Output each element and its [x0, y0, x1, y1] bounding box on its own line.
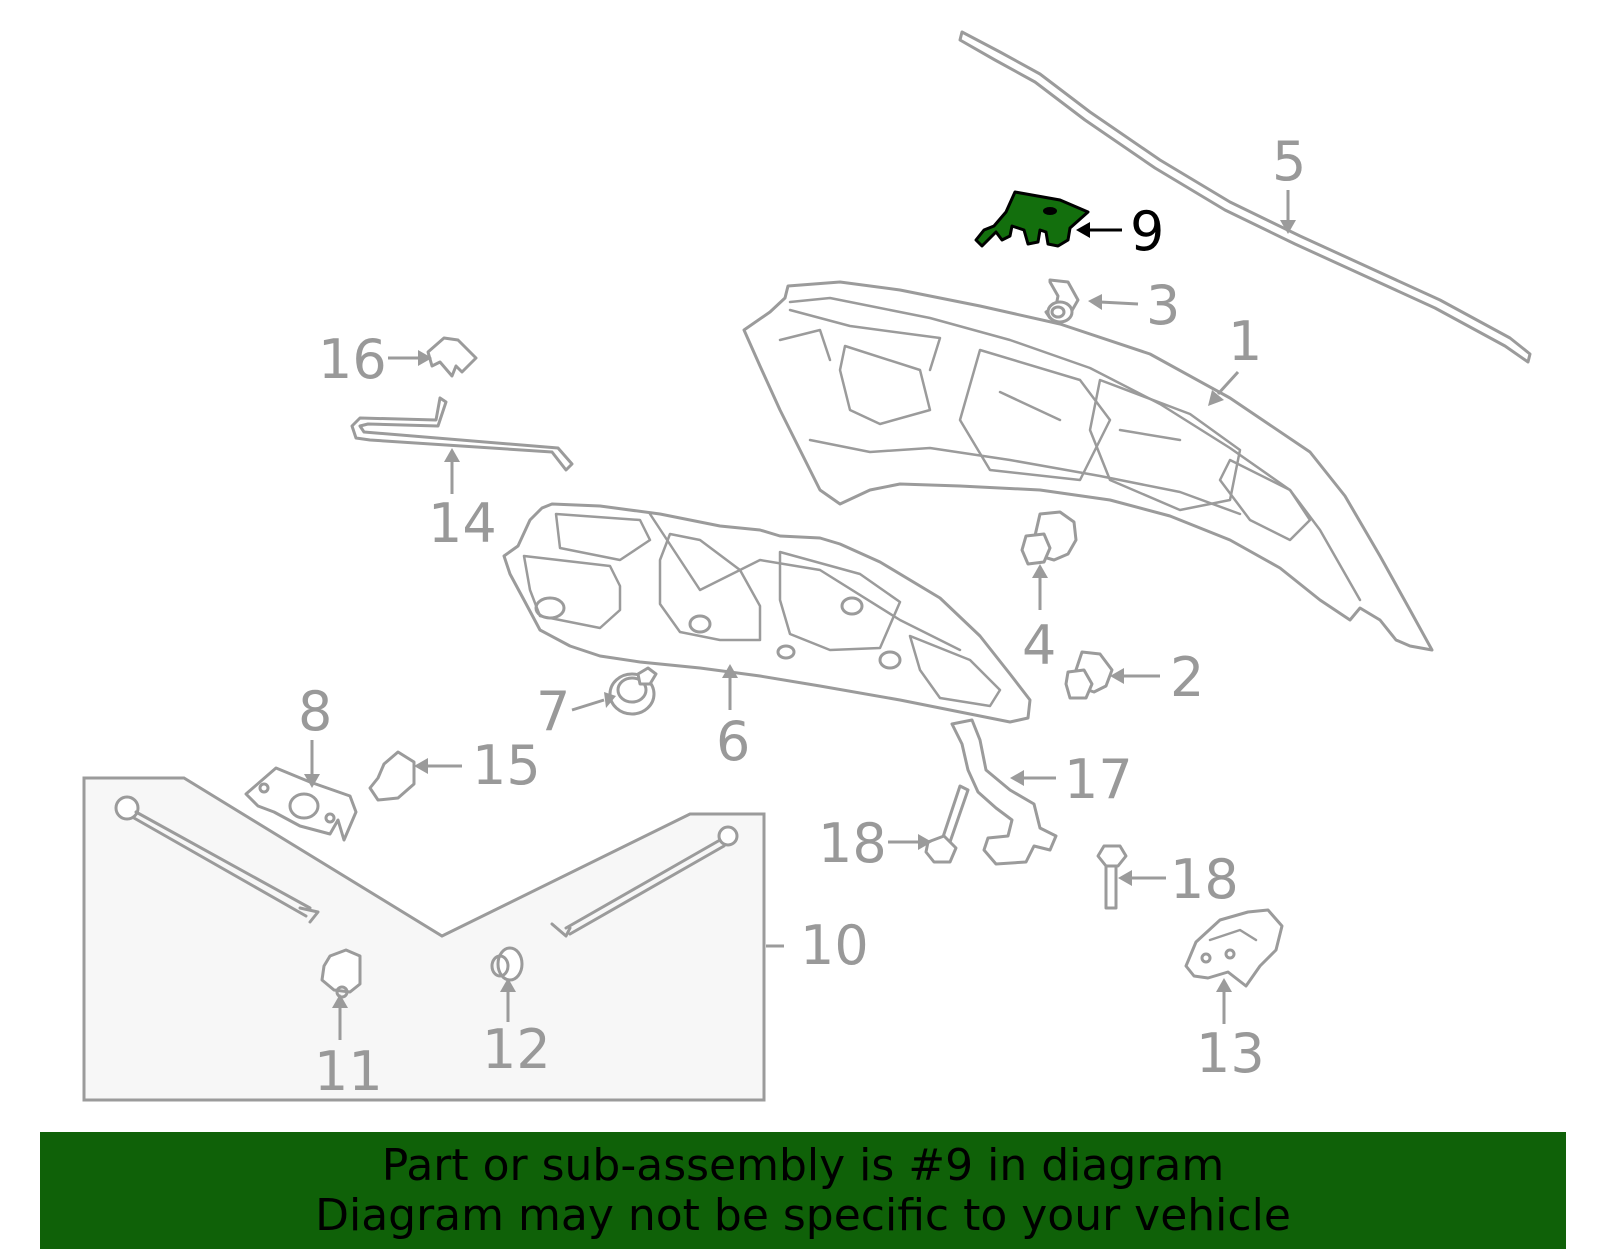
label-14: 14: [428, 492, 497, 555]
part-17-hinge[interactable]: [950, 718, 1058, 866]
part-15-bumper[interactable]: [368, 750, 416, 802]
part-14-prop-rod[interactable]: [350, 396, 574, 472]
part-18-bolt-left[interactable]: [924, 784, 970, 864]
part-6-insulator[interactable]: [502, 502, 1032, 724]
label-15: 15: [472, 734, 541, 797]
part-10-kit-box[interactable]: [82, 776, 766, 1102]
part-3-bumper[interactable]: [1044, 278, 1080, 324]
part-16-clip[interactable]: [426, 336, 478, 378]
label-11: 11: [314, 1040, 383, 1103]
label-1: 1: [1228, 310, 1262, 373]
info-banner: Part or sub-assembly is #9 in diagram Di…: [40, 1132, 1566, 1249]
label-16: 16: [318, 328, 387, 391]
part-13-latch[interactable]: [1184, 908, 1284, 988]
label-12: 12: [482, 1018, 551, 1081]
label-13: 13: [1196, 1022, 1265, 1085]
part-9-bracket[interactable]: [974, 190, 1090, 248]
banner-line-1: Part or sub-assembly is #9 in diagram: [381, 1139, 1225, 1191]
part-2-clip[interactable]: [1064, 650, 1114, 700]
label-9: 9: [1130, 200, 1164, 263]
part-5-weatherstrip[interactable]: [958, 30, 1532, 364]
part-1-hood[interactable]: [742, 280, 1434, 652]
label-8: 8: [298, 680, 332, 743]
part-11-clip: [320, 948, 362, 994]
leader-arrows: [304, 190, 1296, 1040]
label-2: 2: [1170, 646, 1204, 709]
part-8-striker[interactable]: [244, 766, 358, 842]
label-18-left: 18: [818, 812, 887, 875]
label-4: 4: [1022, 614, 1056, 677]
part-labels: 9 5 3 1 16 14 4 2 6 7 8 15 17 18 18 10 1…: [298, 130, 1306, 1103]
part-18-bolt-right[interactable]: [1096, 844, 1128, 910]
label-10: 10: [800, 914, 869, 977]
banner-line-2: Diagram may not be specific to your vehi…: [315, 1189, 1291, 1241]
part-7-retainer[interactable]: [608, 666, 658, 716]
part-4-clip[interactable]: [1020, 510, 1078, 566]
label-17: 17: [1064, 748, 1133, 811]
label-18-right: 18: [1170, 848, 1239, 911]
label-6: 6: [716, 710, 750, 773]
label-7: 7: [536, 680, 570, 743]
label-5: 5: [1272, 130, 1306, 193]
label-3: 3: [1146, 274, 1180, 337]
